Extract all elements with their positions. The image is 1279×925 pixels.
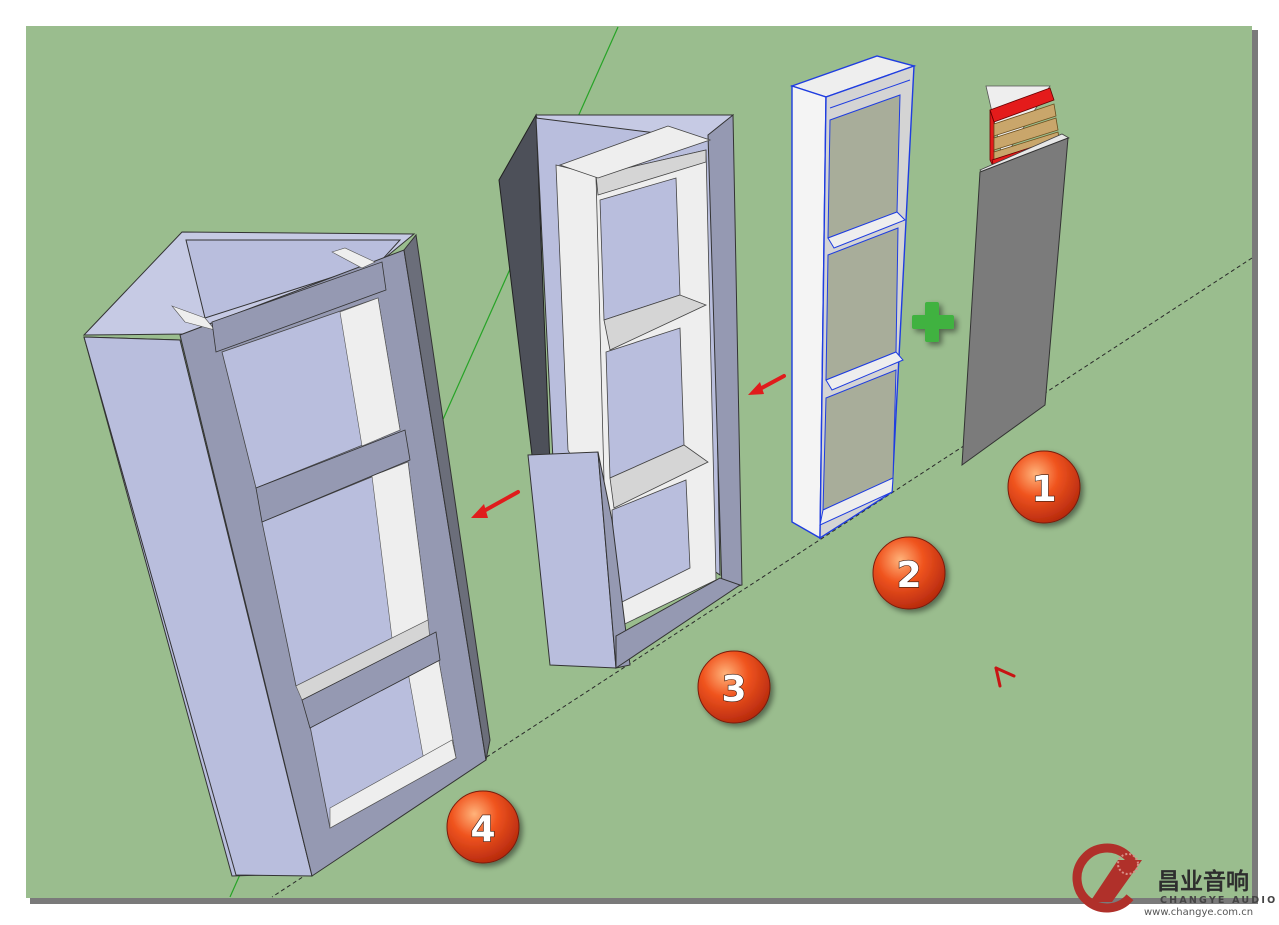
step1-grey-panel bbox=[961, 137, 1069, 467]
step-number-1: 1 bbox=[1031, 469, 1056, 510]
plus-icon bbox=[912, 302, 954, 342]
step-number-2: 2 bbox=[896, 555, 921, 596]
step-number-4: 4 bbox=[470, 809, 495, 850]
step-number-3: 3 bbox=[721, 669, 746, 710]
step3-top-shelf bbox=[595, 149, 707, 196]
step3-cabinet bbox=[498, 113, 743, 669]
brand-logo-mark bbox=[1072, 843, 1142, 913]
step1-wood-strip-2 bbox=[993, 117, 1059, 151]
brand-logo: 昌业音响 CHANGYE AUDIO www.changye.com.cn bbox=[1072, 843, 1277, 918]
brand-name-en: CHANGYE AUDIO bbox=[1160, 895, 1277, 906]
step-badge-2: 2 bbox=[872, 536, 946, 610]
step4-opening-3-floor bbox=[329, 739, 457, 829]
step2-shelf-1 bbox=[827, 211, 906, 249]
brand-url: www.changye.com.cn bbox=[1144, 907, 1253, 918]
step3-right-panel bbox=[707, 113, 743, 591]
step4-opening-1-side bbox=[339, 297, 401, 447]
arrow-icon-3-to-4 bbox=[471, 490, 520, 518]
step-badge-4: 4 bbox=[446, 790, 520, 864]
step4-cabinet bbox=[82, 231, 491, 877]
step3-shelf-2 bbox=[609, 444, 709, 509]
step2-shelf-bottom bbox=[819, 477, 894, 526]
step1-wood-strip-1 bbox=[993, 103, 1057, 137]
arrow-icon-2-to-3 bbox=[748, 374, 786, 395]
brand-name-cn: 昌业音响 bbox=[1157, 868, 1249, 895]
step4-rail-top bbox=[211, 261, 387, 353]
step4-rail-mid-1 bbox=[255, 429, 411, 523]
step-badge-3: 3 bbox=[697, 650, 771, 724]
step4-rail-mid-2 bbox=[301, 631, 441, 729]
step3-shelf-1 bbox=[603, 294, 708, 351]
cursor-arrow-icon bbox=[994, 666, 1016, 688]
step3-bottom-edge bbox=[615, 577, 742, 669]
step2-shelf-2 bbox=[825, 351, 904, 391]
step2-frame bbox=[789, 55, 917, 540]
step4-right-edge bbox=[403, 233, 491, 761]
step3-front-panel-edge bbox=[597, 451, 631, 669]
step1-assembly bbox=[961, 85, 1070, 467]
step-badge-1: 1 bbox=[1007, 450, 1081, 524]
step3-top-shelf-inner bbox=[558, 125, 712, 179]
step4-top-white-strip-2 bbox=[331, 247, 376, 269]
